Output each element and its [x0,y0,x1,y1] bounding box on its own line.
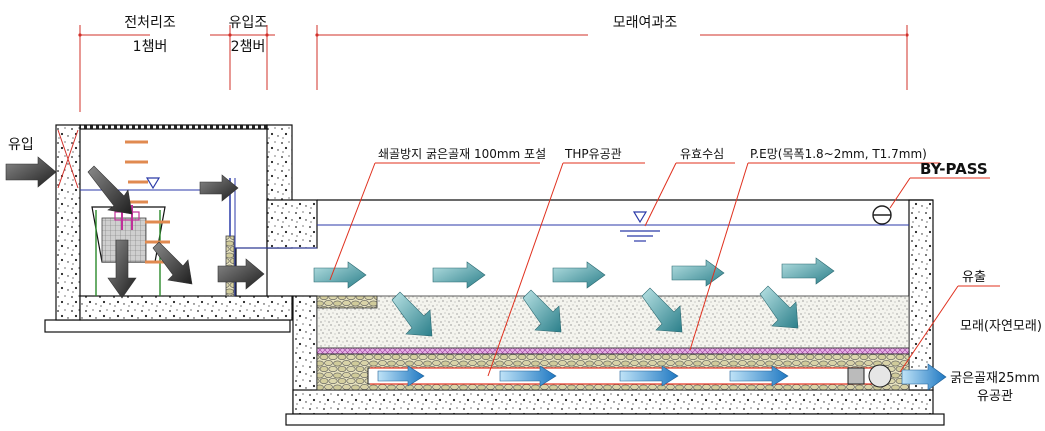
pe-mesh-layer [316,347,910,355]
flow-arrows-blue [377,363,947,391]
dimension-lines [79,25,908,112]
flow-arrows-dark [5,156,265,299]
pretreatment-label: 전처리조 [124,15,176,31]
outflow-arrow [901,363,947,391]
inflow-label: 유입 [8,137,34,153]
sand-layer [316,295,910,349]
gravel-pipe-label: 굵은골재25mm [950,371,1040,386]
pretreatment-chamber-label: 1챔버 [133,39,168,55]
arrow-down-right-2 [152,241,193,285]
arrow-down-right-1 [87,165,133,215]
inlet-opening [57,129,79,189]
outflow-label: 유출 [962,270,986,285]
sand-label: 모래(자연모래) [960,319,1042,334]
coarse-gravel-label: 쇄골방지 굵은골재 100mm 포설 [378,147,546,161]
bypass-label: BY-PASS [920,160,988,178]
inflow-tank-chamber-label: 2챔버 [231,39,266,55]
leader-lines [329,162,1000,377]
inflow-tank-label: 유입조 [229,15,268,31]
sand-filter-label: 모래여과조 [613,15,678,31]
effective-depth-label: 유효수심 [680,147,724,161]
pe-mesh-label: P.E망(목폭1.8~2mm, T1.7mm) [750,147,927,161]
perforated-pipe-label: 유공관 [977,389,1013,404]
sand-filter-structure [285,199,945,426]
bypass-symbol [872,205,892,225]
arrow-to-filter [217,258,265,290]
inflow-arrow [5,156,57,188]
flow-arrows-teal [313,257,835,337]
dimension-ticks [78,33,909,37]
water-level-symbol [145,177,660,242]
thp-pipe-label: THP유공관 [564,147,622,161]
left-tank-structure [44,124,318,333]
arrow-down-1 [107,239,137,299]
arrow-to-inflow-tank [199,174,239,202]
top-gravel-layer [316,295,378,309]
